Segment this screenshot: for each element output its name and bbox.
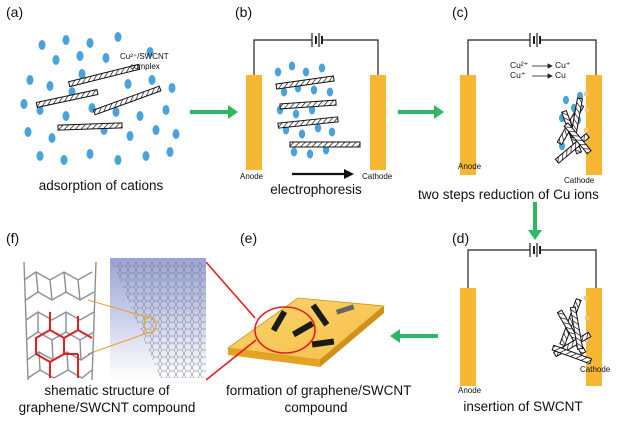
- caption-f-line2: graphene/SWCNT compound: [18, 400, 196, 415]
- caption-c: two steps reduction of Cu ions: [418, 187, 599, 202]
- substrate-plate: [226, 297, 385, 367]
- nanotubes-c: [554, 97, 592, 164]
- panel-label-e: (e): [240, 230, 258, 246]
- electrophoresis-arrow: [292, 169, 354, 179]
- ions-b: [274, 61, 336, 159]
- arrow-a-to-b-head: [228, 105, 238, 119]
- arrow-d-to-e-head: [390, 329, 400, 343]
- caption-b: electrophoresis: [270, 182, 362, 197]
- battery-icon: [529, 33, 541, 47]
- panel-label-b: (b): [235, 4, 253, 20]
- complex-label-line1: Cu²⁺/SWCNT: [120, 52, 169, 61]
- reaction-1-left: Cu²⁺: [510, 60, 529, 70]
- panel-e: [205, 261, 385, 381]
- reaction-1-right: Cu⁺: [555, 60, 571, 70]
- panel-f: [23, 258, 206, 381]
- reaction-arrows: [532, 63, 553, 79]
- cathode-label-b: Cathode: [362, 172, 393, 181]
- graphene-bonds-red: [35, 312, 93, 378]
- cathode-label-c: Cathode: [564, 176, 595, 185]
- panel-b: [246, 33, 386, 179]
- anode-label-d: Anode: [458, 386, 482, 395]
- circuit-b: [253, 39, 379, 75]
- panel-label-a: (a): [6, 4, 24, 20]
- anode-electrode-c: [460, 75, 476, 175]
- nanotubes-b: [275, 75, 361, 148]
- anode-electrode-b: [246, 75, 262, 170]
- circuit-d: [467, 249, 597, 288]
- caption-d: insertion of SWCNT: [463, 399, 583, 414]
- battery-icon: [311, 33, 323, 47]
- arrow-b-to-c: [398, 110, 436, 114]
- nanotubes-a: [35, 63, 162, 131]
- arrow-b-to-c-head: [434, 105, 444, 119]
- anode-label-c: Anode: [458, 162, 482, 171]
- caption-a: adsorption of cations: [38, 178, 164, 193]
- cathode-electrode-c: [586, 75, 602, 175]
- anode-electrode-d: [460, 288, 476, 386]
- arrow-d-to-e: [398, 334, 438, 338]
- panel-label-c: (c): [452, 4, 469, 20]
- panel-c: [460, 33, 602, 175]
- nanotubes-d: [551, 298, 593, 365]
- cathode-electrode-b: [370, 75, 386, 170]
- orange-guides: [87, 299, 157, 355]
- battery-icon: [529, 243, 541, 257]
- panel-label-d: (d): [452, 230, 470, 246]
- circuit-c: [467, 39, 597, 75]
- nanotube-lattice: [23, 261, 97, 381]
- panel-label-f: (f): [6, 230, 20, 246]
- complex-label-line2: complex: [130, 62, 160, 71]
- graphene-sheet: [112, 262, 206, 378]
- zoom-lines: [205, 261, 257, 381]
- panel-d: [460, 243, 602, 386]
- caption-e-line1: formation of graphene/SWCNT: [226, 383, 412, 398]
- nanotubes-on-plate: [270, 303, 355, 348]
- zoom-circle: [254, 306, 316, 354]
- caption-e-line2: compound: [284, 400, 348, 415]
- panel-a: [20, 32, 180, 165]
- reaction-2-left: Cu⁺: [510, 70, 526, 80]
- caption-f-line1: shematic structure of: [44, 383, 170, 398]
- arrow-c-to-d: [533, 202, 537, 232]
- anode-label-b: Anode: [240, 172, 264, 181]
- cathode-label-d: Cathode: [580, 365, 611, 374]
- flow-arrows: [190, 105, 542, 343]
- reaction-2-right: Cu: [555, 70, 566, 80]
- arrow-a-to-b: [190, 110, 230, 114]
- arrow-c-to-d-head: [528, 230, 542, 240]
